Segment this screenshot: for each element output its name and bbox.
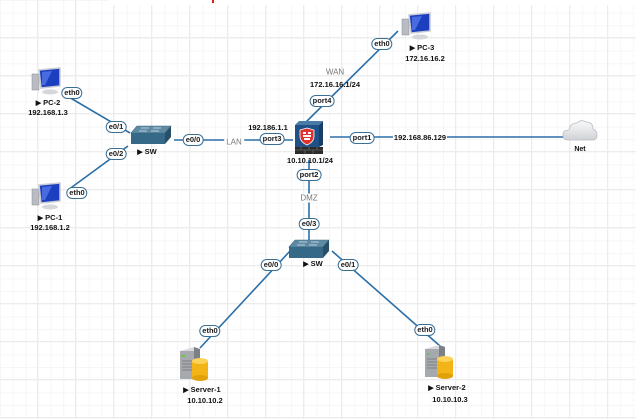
pc1-ip: 192.168.1.2 <box>30 223 70 232</box>
switch-icon <box>288 239 330 258</box>
server2-name-label[interactable]: ▶Server-2 <box>428 383 466 392</box>
iface-fw-port3[interactable]: port3 <box>259 133 285 145</box>
firewall-lan-ip: 192.186.1.1 <box>248 123 288 132</box>
play-triangle-icon: ▶ <box>428 385 434 392</box>
pc-icon <box>31 182 61 210</box>
node-server1[interactable] <box>176 345 212 383</box>
node-sw-dmz[interactable] <box>287 238 331 260</box>
net-name-label[interactable]: Net <box>574 146 586 153</box>
iface-sw-dmz-e00[interactable]: e0/0 <box>260 259 282 271</box>
iface-pc3-eth0[interactable]: eth0 <box>371 38 393 50</box>
server1-name-label[interactable]: ▶Server-1 <box>183 385 221 394</box>
server1-ip: 10.10.10.2 <box>187 396 223 405</box>
play-triangle-icon: ▶ <box>37 215 44 222</box>
pc2-ip: 192.168.1.3 <box>28 108 68 117</box>
pc3-name-label[interactable]: ▶PC-3 <box>409 43 435 52</box>
cloud-icon <box>562 120 598 141</box>
firewall-icon <box>295 121 323 154</box>
iface-fw-port2[interactable]: port2 <box>296 169 322 181</box>
node-net[interactable] <box>562 118 598 144</box>
node-sw-lan[interactable] <box>129 124 173 146</box>
iface-sw-dmz-e03[interactable]: e0/3 <box>298 218 320 230</box>
iface-sw-dmz-e01[interactable]: e0/1 <box>337 259 359 271</box>
iface-server1-eth0[interactable]: eth0 <box>199 325 221 337</box>
node-server2[interactable] <box>421 343 457 381</box>
firewall-dmz-ip: 10.10.10.1/24 <box>287 156 333 165</box>
wan-label: WAN <box>325 67 345 77</box>
node-pc1[interactable] <box>30 181 64 211</box>
sw-lan-name-label[interactable]: ▶SW <box>137 147 157 156</box>
iface-fw-port4[interactable]: port4 <box>309 95 335 107</box>
firewall-wan-ip: 172.16.16.1/24 <box>309 80 361 89</box>
pc2-name-label[interactable]: ▶PC-2 <box>35 98 61 107</box>
dmz-label: DMZ <box>299 193 319 203</box>
pc-icon <box>31 67 61 95</box>
server-icon <box>180 347 208 381</box>
play-triangle-icon: ▶ <box>35 100 42 107</box>
cursor-marker <box>212 0 214 3</box>
net-link-ip: 192.168.86.129 <box>392 133 448 142</box>
node-pc2[interactable] <box>30 66 64 96</box>
server2-ip: 10.10.10.3 <box>432 395 468 404</box>
pc-icon <box>401 12 431 40</box>
iface-sw-lan-e00[interactable]: e0/0 <box>182 134 204 146</box>
lan-label: LAN <box>224 137 244 147</box>
node-firewall[interactable] <box>293 121 325 155</box>
iface-pc1-eth0[interactable]: eth0 <box>66 187 88 199</box>
node-pc3[interactable] <box>400 11 434 41</box>
server-icon <box>425 345 453 379</box>
iface-pc2-eth0[interactable]: eth0 <box>61 87 83 99</box>
iface-sw-lan-e01[interactable]: e0/1 <box>105 121 127 133</box>
iface-fw-port1[interactable]: port1 <box>349 132 375 144</box>
iface-server2-eth0[interactable]: eth0 <box>414 324 436 336</box>
switch-icon <box>130 125 172 144</box>
play-triangle-icon: ▶ <box>137 149 143 156</box>
play-triangle-icon: ▶ <box>183 387 189 394</box>
play-triangle-icon: ▶ <box>303 261 309 268</box>
play-triangle-icon: ▶ <box>409 45 416 52</box>
pc3-ip: 172.16.16.2 <box>405 54 445 63</box>
iface-sw-lan-e02[interactable]: e0/2 <box>105 148 127 160</box>
top-toolbar-strip <box>108 0 636 5</box>
sw-dmz-name-label[interactable]: ▶SW <box>303 259 323 268</box>
pc1-name-label[interactable]: ▶PC-1 <box>37 213 63 222</box>
